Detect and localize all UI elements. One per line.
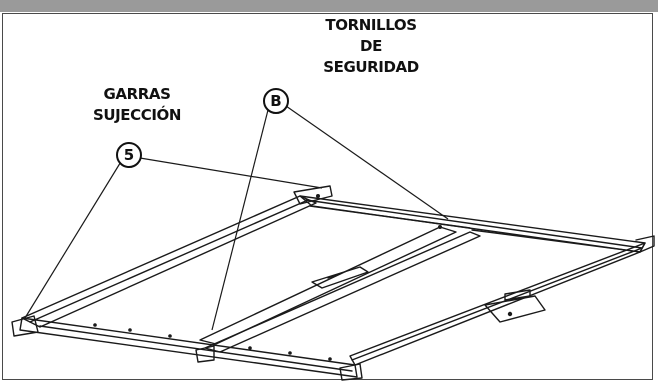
diagram-frame — [2, 13, 653, 380]
callout-5: 5 — [116, 142, 142, 168]
rear-clamp — [293, 185, 333, 205]
front-bottom-clamp — [339, 363, 363, 381]
callout-b: B — [263, 88, 289, 114]
label-tornillos: TORNILLOS DE SEGURIDAD — [296, 15, 446, 78]
label-garras: GARRAS SUJECCIÓN — [72, 84, 202, 126]
label-tornillos-line3: SEGURIDAD — [323, 58, 419, 76]
leader-5-front — [24, 159, 123, 319]
leader-b-center — [211, 109, 269, 331]
front-left-rail — [21, 195, 317, 328]
leader-5-rear — [139, 157, 323, 189]
front-left-clamp — [11, 315, 39, 337]
leader-b-rear — [285, 105, 449, 220]
label-tornillos-line2: DE — [360, 37, 382, 55]
right-rail — [349, 242, 646, 366]
front-bottom-rail — [19, 317, 358, 378]
center-bracket — [195, 345, 215, 363]
label-garras-line2: SUJECCIÓN — [92, 106, 182, 124]
label-tornillos-line1: TORNILLOS — [325, 16, 417, 34]
top-bar — [0, 0, 658, 12]
center-beam — [199, 226, 457, 345]
right-bracket — [484, 295, 546, 323]
slide-block — [311, 266, 369, 289]
label-garras-line1: GARRAS — [103, 85, 171, 103]
